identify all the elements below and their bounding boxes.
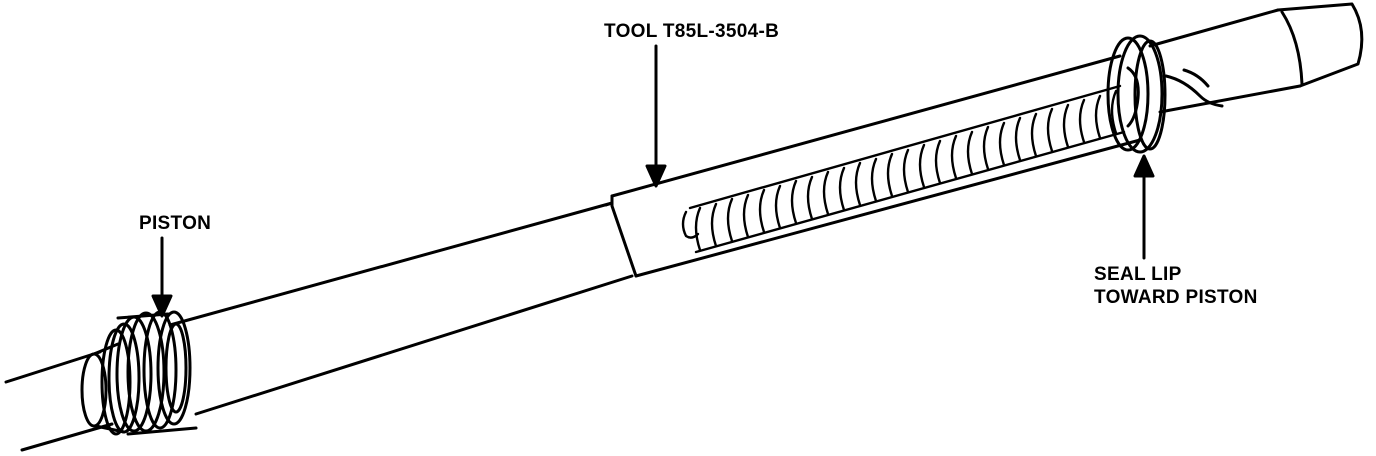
piston <box>80 310 198 436</box>
tool-callout-label: TOOL T85L-3504-B <box>604 21 780 42</box>
seal-arrow <box>1133 154 1155 260</box>
rack-shaft <box>164 201 634 416</box>
tool-tip <box>1148 2 1364 114</box>
tool-arrow <box>645 44 667 188</box>
seal <box>1106 34 1167 154</box>
helical-teeth <box>681 84 1126 254</box>
seal-callout-line1: SEAL LIP <box>1094 264 1182 285</box>
housing-tube <box>4 350 114 452</box>
seal-callout-label: SEAL LIP TOWARD PISTON <box>1094 263 1258 309</box>
piston-arrow <box>151 236 173 318</box>
piston-callout-label: PISTON <box>139 213 212 234</box>
seal-callout-line2: TOWARD PISTON <box>1094 287 1258 308</box>
tool-sleeve <box>604 54 1142 278</box>
